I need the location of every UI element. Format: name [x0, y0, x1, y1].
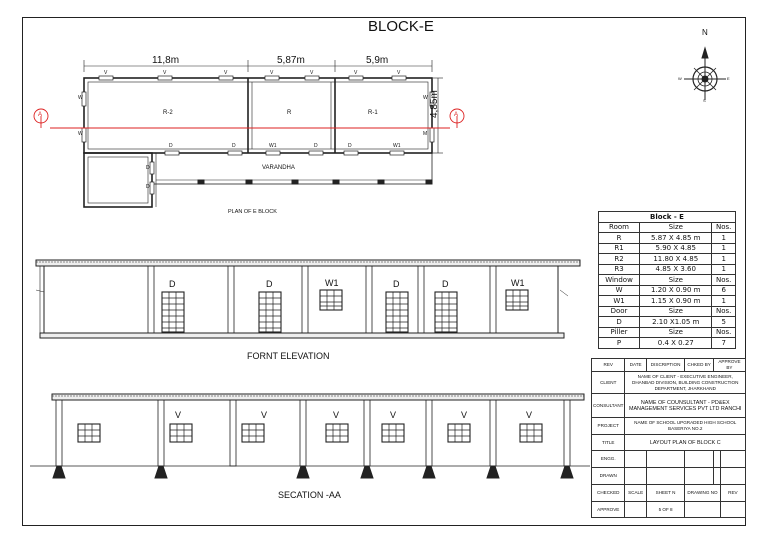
section-aa [30, 393, 590, 479]
section-marker-left: A [38, 112, 43, 118]
sec-label-1: V [175, 410, 182, 420]
project-value: NAME OF SCHOOL UPGRADED HIGH SCHOOL BASE… [624, 417, 746, 435]
dim-label-depth: 4,85m [429, 90, 440, 118]
dim-label-r: 5,87m [277, 55, 305, 66]
title-block: REV DATE DISCRIPTION CHKED BY APPROVE BY… [590, 358, 747, 518]
sheet-title: BLOCK-E [368, 18, 434, 35]
win-v-4: V [270, 70, 274, 76]
sec-label-2: V [261, 410, 268, 420]
door-d-4: D [348, 143, 352, 149]
sec-label-6: V [526, 410, 533, 420]
drawing-sheet [22, 17, 746, 526]
elev-label-6: W1 [511, 278, 525, 288]
spec-table-title: Block - E [598, 211, 736, 223]
win-w-right-2: M [423, 131, 428, 137]
win-w-right-1: W [423, 95, 428, 101]
compass-w: W [678, 76, 682, 81]
north-compass-icon [684, 46, 726, 100]
sec-label-5: V [461, 410, 468, 420]
client-value: NAME OF CLIENT - EXECUTIVE ENGINEER, DHA… [624, 371, 746, 394]
compass-s: S [703, 98, 706, 103]
consultant-value: NAME OF COUNSULTANT - PD&EX MANAGEMENT S… [624, 393, 746, 418]
front-elevation-caption: FORNT ELEVATION [247, 351, 330, 361]
drawing-title-value: LAYOUT PLAN OF BLOCK C [624, 434, 746, 451]
elev-label-5: D [442, 279, 449, 289]
section-marker-right: A [454, 112, 459, 118]
section-caption: SECATION -AA [278, 490, 341, 500]
win-w1-2: W1 [393, 143, 401, 149]
win-v-7: V [397, 70, 401, 76]
sec-label-3: V [333, 410, 340, 420]
win-w-left-1: W [78, 95, 83, 101]
sec-label-4: V [390, 410, 397, 420]
door-d-1: D [169, 143, 173, 149]
room-r1-label: R-1 [368, 110, 378, 116]
compass-n: N [702, 28, 708, 37]
title-block-header: REV DATE DISCRIPTION CHKED BY APPROVE BY [590, 358, 747, 372]
win-w1-1: W1 [269, 143, 277, 149]
elev-label-3: W1 [325, 278, 339, 288]
compass-e: E [727, 76, 730, 81]
door-d-r3b: D [146, 184, 150, 190]
front-elevation [35, 259, 581, 339]
door-d-r3: D [146, 165, 150, 171]
room-r-label: R [287, 110, 292, 116]
win-v-1: V [104, 70, 108, 76]
win-v-2: V [163, 70, 167, 76]
section-window-pattern [78, 424, 542, 442]
dim-label-r2: 11,8m [152, 55, 180, 66]
dim-label-r1: 5,9m [366, 55, 389, 66]
elev-label-1: D [169, 279, 176, 289]
win-w-left-2: W [78, 131, 83, 137]
elev-label-2: D [266, 279, 273, 289]
win-v-5: V [310, 70, 314, 76]
floor-plan [33, 60, 465, 208]
room-r2-label: R-2 [163, 110, 173, 116]
win-v-6: V [354, 70, 358, 76]
door-d-3: D [314, 143, 318, 149]
win-v-3: V [224, 70, 228, 76]
door-d-2: D [232, 143, 236, 149]
door-panel-pattern [162, 290, 528, 332]
elev-label-4: D [393, 279, 400, 289]
varandha-label: VARANDHA [262, 165, 295, 171]
section-windows [77, 423, 543, 443]
elevation-doors-windows [161, 289, 529, 333]
plan-caption: PLAN OF E BLOCK [228, 209, 277, 215]
